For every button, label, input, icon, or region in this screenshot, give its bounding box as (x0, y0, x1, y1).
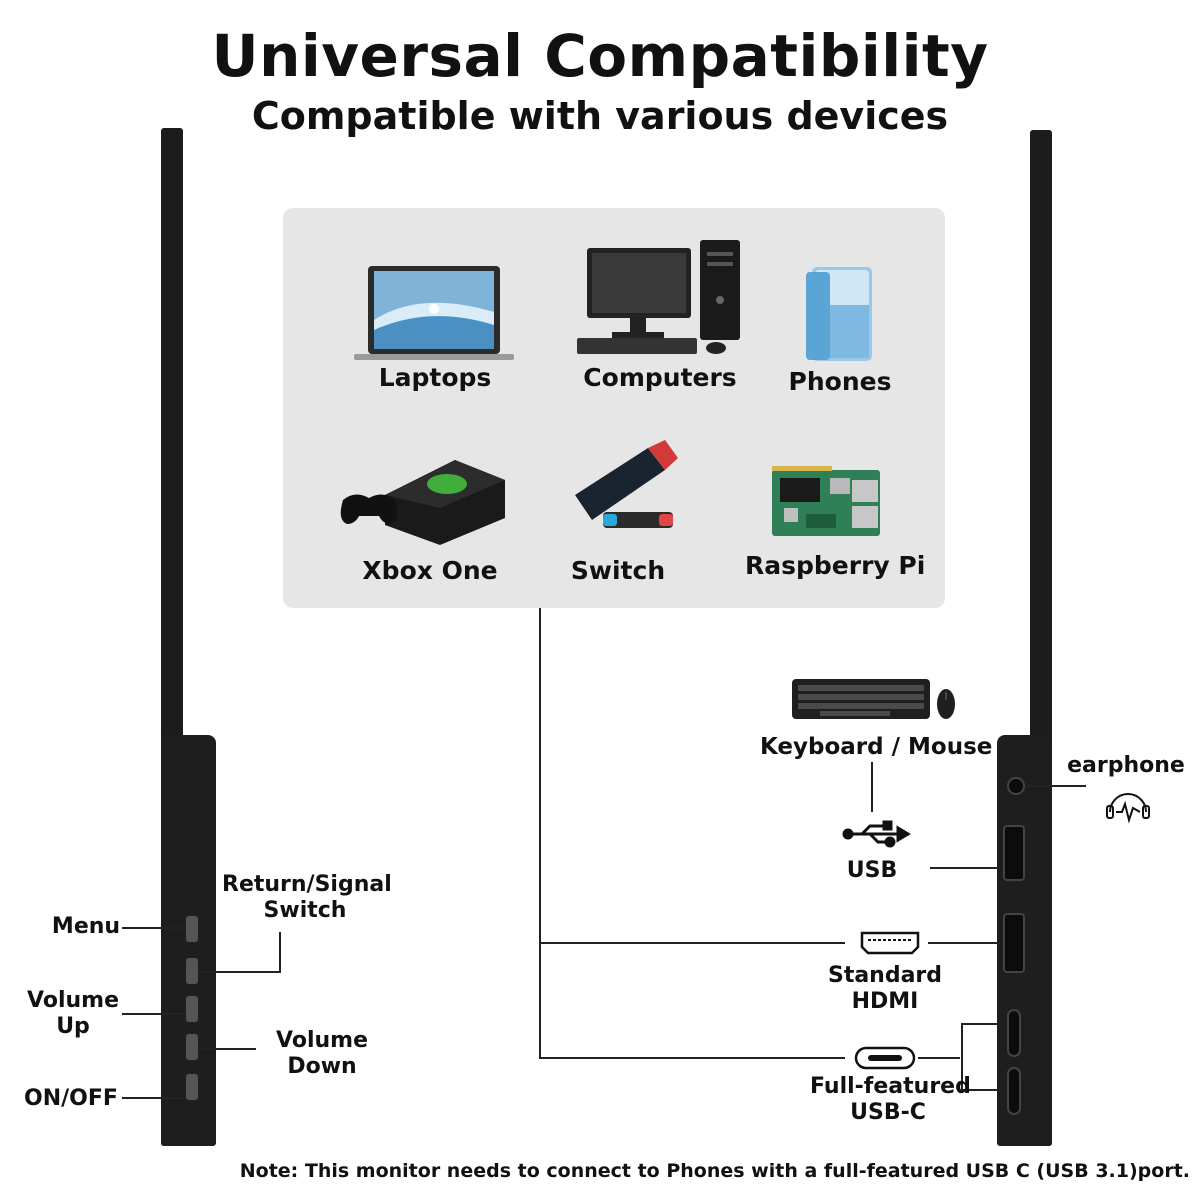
usbc-port-1 (1007, 1009, 1021, 1057)
smartphone-icon (806, 267, 872, 361)
label-return-signal-line2: Switch (263, 898, 347, 923)
usb-icon (842, 820, 911, 848)
label-hdmi-line2: HDMI (851, 989, 919, 1014)
device-label-xbox: Xbox One (362, 556, 498, 585)
label-usb: USB (846, 858, 898, 883)
circuit-board-icon (772, 466, 880, 536)
volume-down-button[interactable] (186, 1034, 198, 1060)
game-console-icon (340, 460, 505, 545)
menu-button[interactable] (186, 916, 198, 942)
device-label-laptops: Laptops (378, 363, 492, 392)
label-menu: Menu (51, 914, 121, 939)
volume-up-button[interactable] (186, 996, 198, 1022)
keyboard-mouse-icon (792, 679, 955, 719)
label-usbc-line1: Full-featured (810, 1074, 971, 1099)
hdmi-icon (860, 931, 920, 955)
page-title: Universal Compatibility (211, 22, 989, 90)
device-label-switch: Switch (570, 556, 666, 585)
label-power: ON/OFF (24, 1086, 118, 1111)
laptop-icon (354, 266, 514, 360)
footer-note: Note: This monitor needs to connect to P… (239, 1160, 1190, 1182)
return-signal-button[interactable] (186, 958, 198, 984)
label-volume-up-line1: Volume (27, 988, 119, 1013)
usbc-icon (854, 1046, 916, 1070)
label-hdmi-line1: Standard (827, 963, 943, 988)
label-earphone: earphone (1067, 753, 1185, 778)
desktop-computer-icon (577, 240, 740, 354)
label-volume-up-line2: Up (56, 1014, 90, 1039)
label-volume-down-line2: Down (287, 1054, 357, 1079)
device-label-raspberry-pi: Raspberry Pi (745, 551, 926, 580)
device-label-phones: Phones (788, 367, 892, 396)
headphone-icon (1106, 793, 1150, 824)
usb-port (1003, 825, 1025, 881)
usbc-port-2 (1007, 1067, 1021, 1115)
hdmi-port (1003, 913, 1025, 973)
device-label-computers: Computers (583, 363, 737, 392)
label-volume-down-line1: Volume (276, 1028, 368, 1053)
earphone-port (1007, 777, 1025, 795)
label-usbc-line2: USB-C (850, 1100, 926, 1125)
label-keyboard-mouse: Keyboard / Mouse (760, 734, 993, 760)
handheld-console-icon (575, 440, 678, 528)
power-button[interactable] (186, 1074, 198, 1100)
label-return-signal-line1: Return/Signal (222, 872, 392, 897)
page-subtitle: Compatible with various devices (251, 94, 949, 138)
